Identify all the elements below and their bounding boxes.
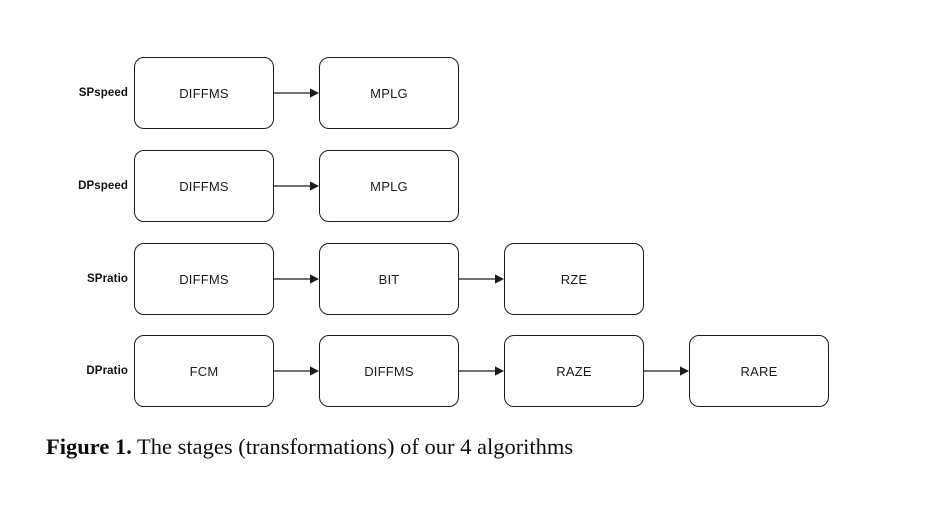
stage-box-spspeed-2[interactable]: MPLG <box>319 57 459 129</box>
stage-box-dpspeed-2[interactable]: MPLG <box>319 150 459 222</box>
row-label-dpratio: DPratio <box>86 365 128 377</box>
arrow-right-icon-dpratio-1 <box>274 365 319 377</box>
stage-box-spratio-2[interactable]: BIT <box>319 243 459 315</box>
stage-box-spratio-1[interactable]: DIFFMS <box>134 243 274 315</box>
stage-box-spspeed-1[interactable]: DIFFMS <box>134 57 274 129</box>
figure-caption-label: Figure 1. <box>46 434 132 459</box>
pipeline-row-spspeed: SPspeed DIFFMS MPLG <box>0 57 936 129</box>
row-label-dpspeed: DPspeed <box>78 180 128 192</box>
pipeline-row-dpspeed: DPspeed DIFFMS MPLG <box>0 150 936 222</box>
figure-caption-text: The stages (transformations) of our 4 al… <box>131 434 574 459</box>
row-label-spratio: SPratio <box>87 273 128 285</box>
arrow-right-icon-dpspeed-1 <box>274 180 319 192</box>
arrow-right-icon-spratio-2 <box>459 273 504 285</box>
stage-box-dpratio-1[interactable]: FCM <box>134 335 274 407</box>
stage-box-dpratio-3[interactable]: RAZE <box>504 335 644 407</box>
pipeline-diagram: SPspeed DIFFMS MPLG DPspeed DIFFMS MPLG <box>0 57 936 407</box>
stage-box-dpspeed-1[interactable]: DIFFMS <box>134 150 274 222</box>
figure-caption: Figure 1. The stages (transformations) o… <box>46 432 896 462</box>
row-label-spspeed: SPspeed <box>78 87 128 99</box>
arrow-right-icon-dpratio-2 <box>459 365 504 377</box>
arrow-right-icon-spspeed-1 <box>274 87 319 99</box>
arrow-right-icon-dpratio-3 <box>644 365 689 377</box>
arrow-right-icon-spratio-1 <box>274 273 319 285</box>
stage-box-dpratio-4[interactable]: RARE <box>689 335 829 407</box>
stage-box-spratio-3[interactable]: RZE <box>504 243 644 315</box>
stage-box-dpratio-2[interactable]: DIFFMS <box>319 335 459 407</box>
pipeline-row-spratio: SPratio DIFFMS BIT RZE <box>0 243 936 315</box>
pipeline-row-dpratio: DPratio FCM DIFFMS RAZE <box>0 335 936 407</box>
